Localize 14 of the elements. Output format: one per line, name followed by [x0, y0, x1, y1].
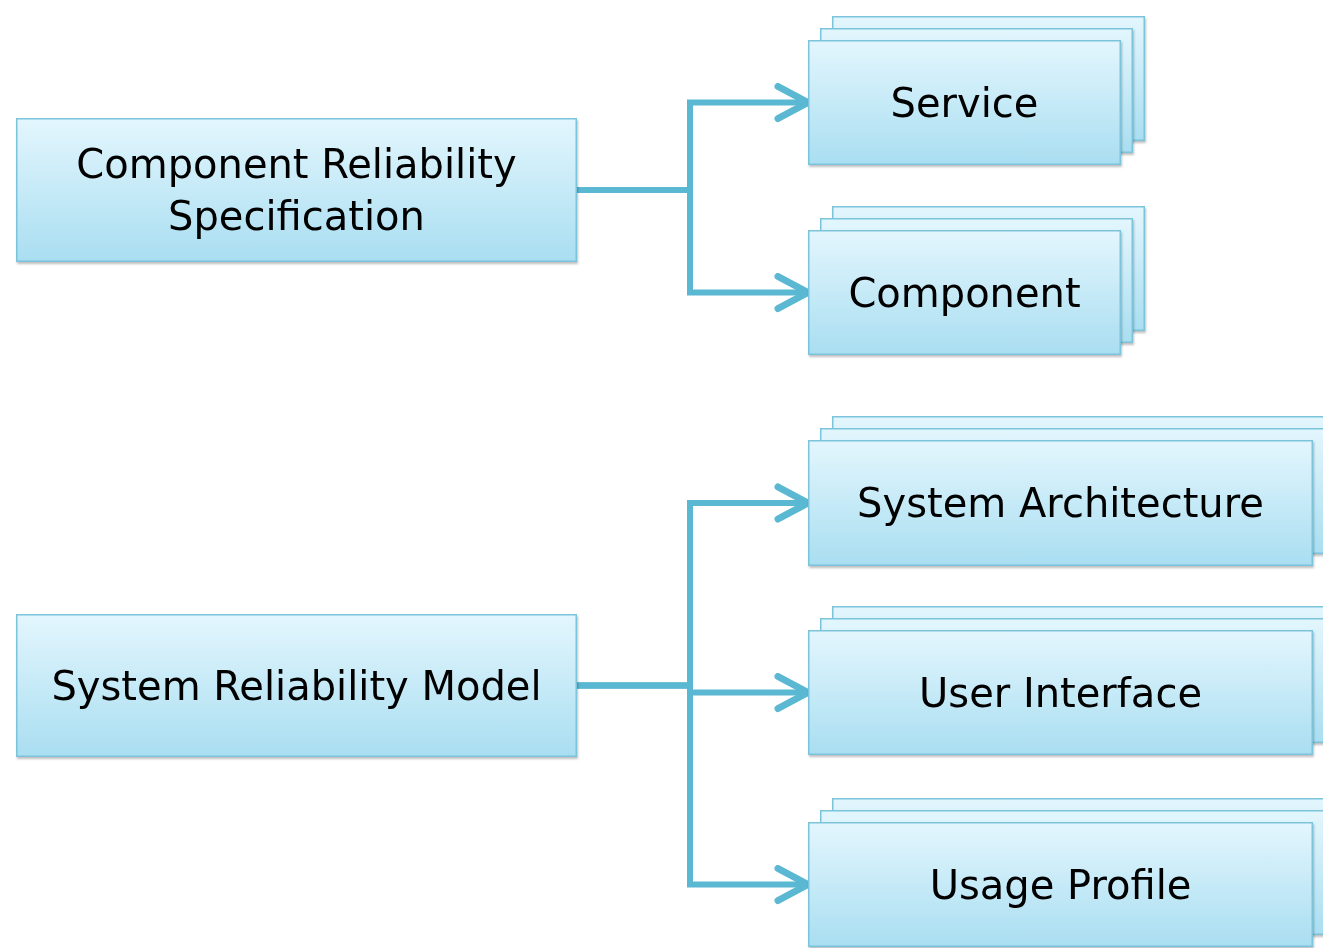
box-label: Usage Profile	[929, 860, 1192, 910]
stacked-process-box	[808, 798, 1323, 947]
box-label: Component Reliability Specification	[75, 140, 518, 241]
stacked-process-box	[808, 416, 1323, 566]
box-label: Service	[890, 78, 1039, 128]
box-label: User Interface	[919, 668, 1202, 718]
stacked-process-box	[808, 606, 1323, 755]
stacked-process-box	[808, 206, 1145, 355]
box-label: System Reliability Model	[51, 661, 542, 711]
stacked-process-box	[808, 16, 1145, 165]
process-box	[16, 614, 577, 757]
box-label: Component	[848, 268, 1081, 318]
box-label: System Architecture	[857, 479, 1264, 528]
process-box	[16, 118, 577, 262]
